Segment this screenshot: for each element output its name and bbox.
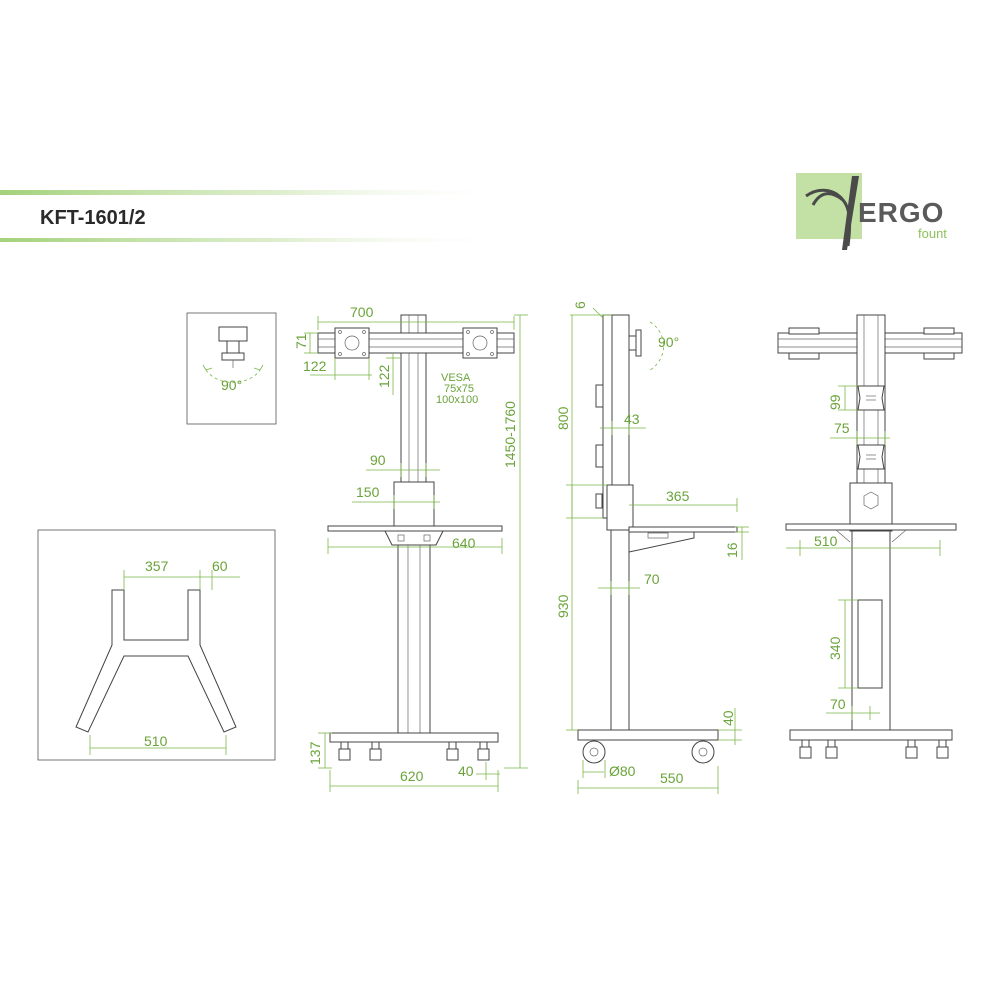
side-dim-930: 930 — [555, 594, 571, 618]
front-dim-122-vertical: 122 — [376, 364, 392, 388]
side-dim-wheel: Ø80 — [609, 763, 636, 779]
back-view: 99 75 510 340 70 — [777, 314, 963, 759]
inset-tilt-detail: 90° — [186, 312, 277, 425]
front-shelf — [327, 525, 503, 532]
front-height-adjuster — [393, 481, 435, 529]
header-rule-bottom — [0, 238, 510, 242]
back-casters — [799, 739, 949, 759]
front-view: 700 71 122 122 VESA 75x75 100x100 90 150… — [293, 304, 528, 792]
front-dim-137: 137 — [307, 741, 323, 765]
base-dim-357: 357 — [145, 558, 169, 574]
back-base — [789, 729, 953, 741]
side-dim-800: 800 — [555, 406, 571, 430]
header-rule-top — [0, 190, 510, 195]
front-lower-column — [397, 544, 431, 734]
inset-base-detail: 357 60 510 — [37, 529, 276, 761]
side-lower-column — [610, 529, 630, 731]
front-base — [329, 732, 499, 743]
vesa-size-1: 75x75 — [444, 383, 474, 395]
front-dim-total-height: 1450-1760 — [502, 401, 518, 468]
inset-base-frame — [37, 529, 276, 761]
front-dim-640: 640 — [452, 535, 476, 551]
base-dim-510: 510 — [144, 733, 168, 749]
front-shelf-bracket — [384, 530, 444, 546]
side-view: 90° 6 800 43 365 16 — [555, 301, 749, 794]
tilt-arc — [205, 369, 261, 383]
vesa-size-2: 100x100 — [436, 394, 478, 406]
side-dim-43: 43 — [624, 411, 640, 427]
front-vesa-plate-left — [334, 327, 370, 359]
base-dim-60: 60 — [212, 558, 228, 574]
back-shelf — [785, 523, 957, 531]
side-dim-40: 40 — [720, 710, 736, 726]
brand-name: ERGO — [858, 197, 944, 228]
front-dim-620: 620 — [400, 768, 424, 784]
side-dim-16: 16 — [724, 542, 740, 558]
base-frame-outline — [75, 589, 237, 733]
side-upper-column — [611, 314, 630, 486]
back-cable-cover — [857, 599, 883, 689]
front-vesa-plate-right — [462, 327, 498, 359]
back-dim-75: 75 — [834, 420, 850, 436]
side-shelf — [628, 526, 738, 533]
back-dim-340: 340 — [827, 636, 843, 660]
model-title: KFT-1601/2 — [40, 207, 146, 229]
side-dim-550: 550 — [660, 770, 684, 786]
side-angle-label: 90° — [658, 334, 679, 350]
front-dim-700: 700 — [350, 304, 374, 320]
back-height-adjuster — [849, 482, 893, 532]
back-clamp-upper — [857, 385, 885, 411]
side-dim-365: 365 — [666, 488, 690, 504]
side-dim-70: 70 — [644, 571, 660, 587]
side-dim-6: 6 — [572, 301, 588, 309]
side-caster-front — [582, 740, 606, 764]
side-caster-back — [691, 740, 715, 764]
front-dim-71: 71 — [293, 333, 309, 349]
front-dim-150: 150 — [356, 484, 380, 500]
front-dim-90: 90 — [370, 452, 386, 468]
front-dim-122-horizontal: 122 — [303, 358, 327, 374]
front-casters — [338, 741, 490, 761]
brand-logo: ERGO fount — [796, 173, 947, 250]
side-height-adjuster — [606, 484, 634, 531]
inset-tilt-frame — [186, 312, 277, 425]
vesa-title: VESA — [441, 372, 471, 384]
back-clamp-lower — [857, 444, 885, 470]
header: KFT-1601/2 ERGO fount — [0, 173, 947, 250]
brand-subtitle: fount — [918, 226, 947, 241]
side-base — [577, 729, 719, 741]
back-dim-70: 70 — [830, 696, 846, 712]
back-dim-99: 99 — [827, 394, 843, 410]
front-dim-40: 40 — [458, 763, 474, 779]
tilt-angle-label: 90° — [221, 377, 242, 393]
side-shelf-bracket — [628, 531, 695, 553]
side-tilt-arc — [649, 321, 664, 371]
back-dim-510: 510 — [814, 533, 838, 549]
